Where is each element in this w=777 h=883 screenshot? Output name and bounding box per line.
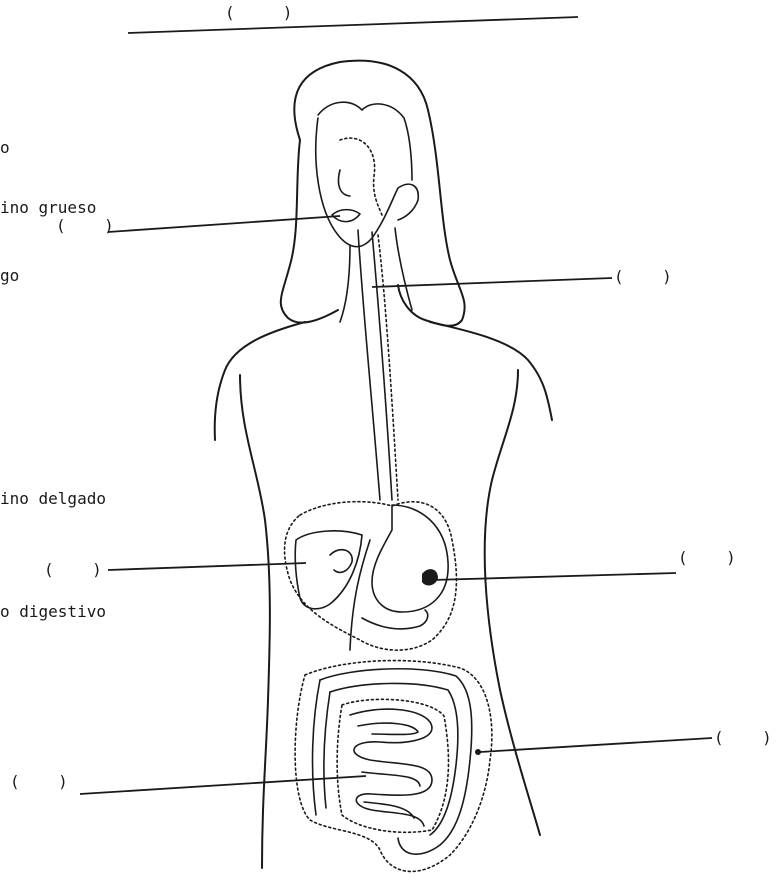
liver-icon xyxy=(295,531,362,609)
duodenum xyxy=(350,540,370,650)
neck-right xyxy=(395,228,412,310)
stomach-leader xyxy=(432,573,676,580)
word-list-item-3: go xyxy=(0,268,19,284)
esophagus-answer-blank[interactable]: ( ) xyxy=(614,269,672,285)
word-list-item-1: o xyxy=(0,140,10,156)
word-list-item-2: ino grueso xyxy=(0,200,96,216)
hair-left xyxy=(281,140,338,323)
title-answer-line xyxy=(128,17,578,33)
colon-answer-blank[interactable]: ( ) xyxy=(714,730,772,746)
face-outline xyxy=(316,118,418,247)
torso-left xyxy=(240,375,270,868)
word-list-item-4: ino delgado xyxy=(0,491,106,507)
neck-left xyxy=(340,245,350,322)
pancreas xyxy=(362,610,428,629)
torso-right xyxy=(485,370,540,835)
stomach-pointer-dot xyxy=(422,569,438,585)
liver-leader xyxy=(108,563,306,570)
stomach-icon xyxy=(372,505,448,612)
liver-answer-blank[interactable]: ( ) xyxy=(44,562,102,578)
esophagus-left xyxy=(358,230,380,500)
gallbladder-icon xyxy=(330,550,352,573)
small-intestine-inner xyxy=(358,723,420,818)
esophagus-leader xyxy=(372,278,612,287)
ascending-colon xyxy=(313,680,320,815)
hair-inner xyxy=(318,102,412,180)
mouth-answer-blank[interactable]: ( ) xyxy=(56,218,114,234)
face-dotted-cavity xyxy=(340,138,382,215)
title-blank[interactable]: ( ) xyxy=(225,5,292,21)
small-intestine-answer-blank[interactable]: ( ) xyxy=(10,774,68,790)
shoulder-left xyxy=(215,322,305,440)
esophagus-dotted xyxy=(378,235,398,500)
small-intestine-leader xyxy=(80,776,366,794)
mouth-leader xyxy=(108,216,340,232)
stomach-answer-blank[interactable]: ( ) xyxy=(678,550,736,566)
small-intestine-icon xyxy=(350,709,432,826)
shoulder-right xyxy=(430,322,552,420)
word-list-item-5: o digestivo xyxy=(0,604,106,620)
nose xyxy=(338,170,350,196)
ascending-colon-inner xyxy=(324,692,330,808)
